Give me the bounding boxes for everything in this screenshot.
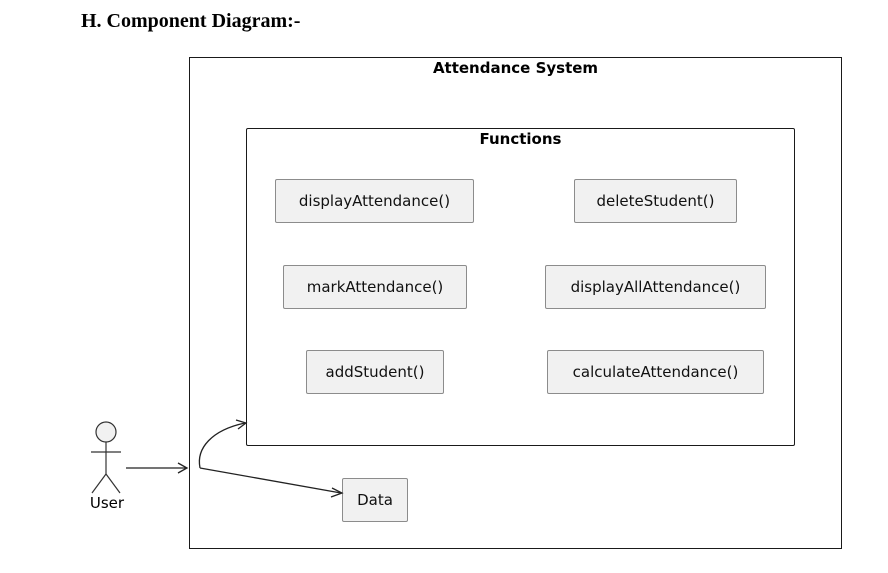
user-actor-icon [91, 421, 121, 494]
system-to-functions-arrow [198, 419, 248, 469]
page-heading: H. Component Diagram:- [81, 10, 301, 32]
system-to-data-arrow [199, 467, 344, 498]
user-actor-label: User [89, 494, 125, 512]
component-calculate-attendance: calculateAttendance() [547, 350, 764, 394]
component-mark-attendance: markAttendance() [283, 265, 467, 309]
functions-container [246, 128, 795, 446]
attendance-system-container [189, 57, 842, 549]
component-delete-student: deleteStudent() [574, 179, 737, 223]
functions-title: Functions [479, 130, 562, 148]
component-display-attendance: displayAttendance() [275, 179, 474, 223]
component-add-student: addStudent() [306, 350, 444, 394]
component-display-all-attendance: displayAllAttendance() [545, 265, 766, 309]
user-to-system-arrow [126, 462, 189, 474]
attendance-system-title: Attendance System [432, 59, 599, 77]
component-data: Data [342, 478, 408, 522]
